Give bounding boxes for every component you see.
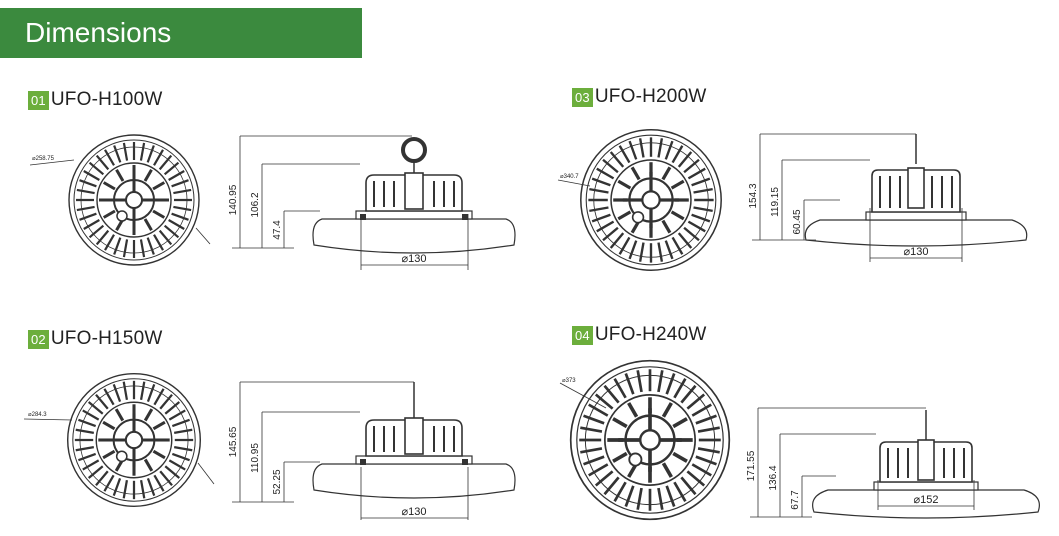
base-height-label: 47.4 (272, 220, 283, 240)
model-name: UFO-H240W (594, 324, 707, 345)
top-view-h150w: ⌀284.3 (23, 372, 215, 508)
model-name: UFO-H200W (594, 86, 707, 107)
model-heading-h100w: 01 UFO-H100W (28, 89, 162, 111)
model-name: UFO-H150W (50, 328, 163, 349)
diameter-label: ⌀284.3 (28, 412, 47, 418)
top-view-h100w: ⌀258.75 (29, 133, 211, 267)
top-view-h240w: ⌀373 (559, 358, 732, 522)
top-view-h200w: ⌀340.7 (557, 128, 723, 272)
side-view-h240w: 171.55 136.4 67.7 ⌀152 (746, 407, 1040, 519)
model-heading-h240w: 04 UFO-H240W (572, 324, 706, 346)
body-height-label: 106.2 (250, 192, 261, 217)
base-height-label: 67.7 (790, 490, 801, 510)
width-label: ⌀130 (402, 253, 427, 265)
side-view-h200w: 154.3 119.15 60.45 ⌀130 (748, 133, 1028, 262)
model-number-badge: 02 (28, 329, 49, 349)
base-height-label: 60.45 (792, 209, 803, 234)
body-height-label: 110.95 (250, 443, 261, 473)
model-name: UFO-H100W (50, 89, 163, 110)
side-view-h100w: 140.95 106.2 47.4 ⌀130 (228, 135, 516, 270)
diameter-label: ⌀258.75 (32, 156, 55, 162)
total-height-label: 145.65 (228, 426, 239, 457)
model-number-badge: 03 (572, 87, 593, 107)
body-height-label: 119.15 (770, 187, 781, 217)
section-title: Dimensions (25, 17, 172, 48)
total-height-label: 171.55 (746, 450, 757, 481)
diameter-label: ⌀373 (562, 378, 576, 384)
width-label: ⌀130 (402, 506, 427, 518)
body-height-label: 136.4 (768, 465, 779, 490)
side-view-h150w: 145.65 110.95 52.25 ⌀130 (228, 381, 516, 520)
width-label: ⌀152 (914, 494, 939, 506)
model-number-badge: 01 (28, 90, 49, 110)
model-heading-h150w: 02 UFO-H150W (28, 328, 162, 350)
total-height-label: 154.3 (748, 183, 759, 208)
base-height-label: 52.25 (272, 469, 283, 494)
width-label: ⌀130 (904, 246, 929, 258)
total-height-label: 140.95 (228, 184, 239, 215)
section-title-banner: Dimensions (0, 8, 362, 58)
model-number-badge: 04 (572, 325, 593, 345)
diameter-label: ⌀340.7 (560, 174, 579, 180)
model-heading-h200w: 03 UFO-H200W (572, 86, 706, 108)
